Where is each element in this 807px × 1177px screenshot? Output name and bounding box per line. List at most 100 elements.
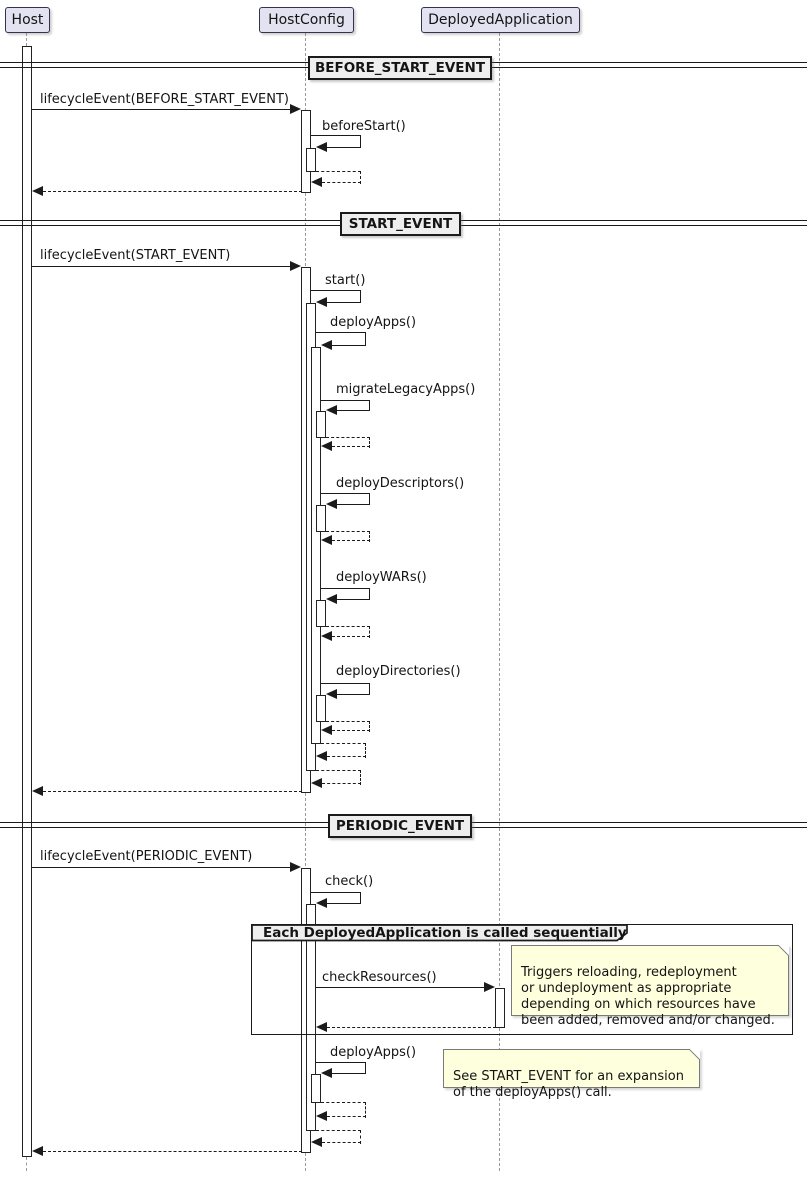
return-line [369, 437, 370, 448]
return-line [43, 791, 302, 792]
message-line [332, 345, 365, 346]
message-line [32, 109, 290, 110]
message-line [311, 892, 360, 893]
message-label-deploydescriptors: deployDescriptors() [336, 476, 465, 491]
message-line [337, 410, 369, 411]
arrowhead-icon [290, 862, 301, 872]
participant-hostconfig: HostConfig [259, 7, 354, 33]
arrowhead-icon [311, 1137, 322, 1147]
activation-deployedapplication [495, 988, 505, 1028]
message-line [32, 266, 290, 267]
message-line [327, 302, 360, 303]
message-line [311, 135, 360, 136]
message-line [321, 588, 369, 589]
arrowhead-icon [316, 1022, 327, 1032]
activation-deploydescriptors [316, 505, 326, 532]
message-line [337, 504, 369, 505]
note-checkresources-text: Triggers reloading, redeployment or unde… [521, 965, 775, 1028]
note-deployapps: See START_EVENT for an expansion of the … [443, 1048, 701, 1100]
return-line [322, 182, 361, 183]
message-line [360, 892, 361, 904]
return-line [316, 1130, 361, 1131]
return-line [327, 1027, 496, 1028]
arrowhead-icon [321, 631, 332, 641]
return-line [332, 540, 370, 541]
message-label-start: start() [325, 273, 366, 288]
arrowhead-icon [326, 689, 337, 699]
arrowhead-icon [311, 177, 322, 187]
return-line [327, 1116, 366, 1117]
participant-host: Host [5, 7, 50, 33]
arrowhead-icon [311, 778, 322, 788]
message-line [32, 867, 290, 868]
message-label-lifecycle-start: lifecycleEvent(START_EVENT) [40, 248, 231, 263]
message-line [327, 903, 360, 904]
arrowhead-icon [316, 1111, 327, 1121]
return-line [369, 626, 370, 638]
message-line [321, 400, 369, 401]
message-line [369, 683, 370, 695]
lifeline-host [26, 33, 27, 46]
arrowhead-icon [32, 186, 43, 196]
message-line [316, 1062, 365, 1063]
divider-before-start-event: BEFORE_START_EVENT [308, 56, 492, 80]
lifeline-deployedapplication [499, 33, 500, 1171]
message-label-deploywars: deployWARs() [336, 570, 427, 585]
return-line [369, 721, 370, 732]
message-line [321, 493, 369, 494]
return-line [327, 756, 366, 757]
message-label-checkresources: checkResources() [322, 970, 437, 985]
note-fold-icon [689, 1049, 700, 1060]
arrowhead-icon [316, 297, 327, 307]
message-label-migratelegacyapps: migrateLegacyApps() [336, 382, 476, 397]
note-fold-icon [778, 945, 789, 956]
activation-deploydirectories [316, 695, 326, 722]
message-label-lifecycle-periodic: lifecycleEvent(PERIODIC_EVENT) [40, 849, 253, 864]
return-line [322, 783, 361, 784]
activation-migratelegacyapps [316, 411, 326, 438]
activation-check [306, 904, 316, 1131]
group-header [251, 924, 628, 942]
message-line [369, 493, 370, 505]
return-line [326, 437, 370, 438]
message-line [360, 290, 361, 303]
message-line [360, 135, 361, 148]
activation-host [22, 46, 32, 1157]
message-label-deployapps: deployApps() [330, 315, 417, 330]
participant-deployedapplication-label: DeployedApplication [428, 12, 573, 28]
return-line [321, 1102, 366, 1103]
return-line [322, 1142, 361, 1143]
return-line [43, 1151, 302, 1152]
return-line [365, 743, 366, 758]
message-line [337, 694, 369, 695]
note-deployapps-text: See START_EVENT for an expansion of the … [453, 1069, 684, 1100]
activation-beforestart [306, 148, 316, 172]
return-line [365, 1102, 366, 1118]
divider-periodic-event-label: PERIODIC_EVENT [335, 818, 465, 834]
return-line [360, 770, 361, 785]
arrowhead-icon [484, 982, 495, 992]
arrowhead-icon [321, 441, 332, 451]
return-line [360, 171, 361, 184]
divider-start-event: START_EVENT [340, 212, 461, 236]
arrowhead-icon [316, 898, 327, 908]
activation-deploywars [316, 600, 326, 627]
activation-deployapps-periodic [311, 1074, 321, 1103]
return-line [326, 721, 370, 722]
lifeline-host [26, 1157, 27, 1171]
return-line [326, 626, 370, 627]
arrowhead-icon [290, 261, 301, 271]
return-line [360, 1130, 361, 1144]
message-line [316, 987, 484, 988]
divider-periodic-event: PERIODIC_EVENT [328, 814, 472, 838]
message-line [321, 683, 369, 684]
return-line [321, 743, 366, 744]
message-label-deploydirectories: deployDirectories() [336, 664, 461, 679]
participant-hostconfig-label: HostConfig [268, 12, 345, 28]
message-label-check: check() [325, 874, 374, 889]
return-line [369, 531, 370, 542]
message-label-lifecycle-before: lifecycleEvent(BEFORE_START_EVENT) [40, 92, 289, 107]
message-line [311, 290, 360, 291]
message-line [365, 332, 366, 346]
